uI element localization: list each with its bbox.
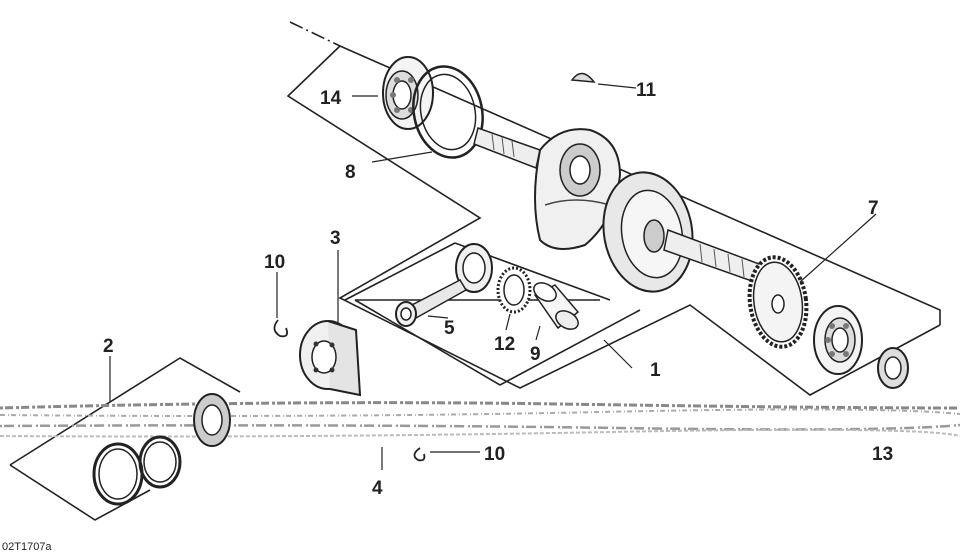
callout-3: 3 [330,228,341,249]
callout-11: 11 [636,80,657,101]
crank-pin [533,282,580,330]
callout-7: 7 [868,198,879,219]
callout-12: 12 [494,334,515,355]
figure-reference-code: 02T1707a [2,541,52,553]
needle-bearing [496,266,532,314]
callout-2: 2 [103,336,114,357]
shim-ring [412,65,484,159]
piston-pin-circlip-lower [413,447,426,462]
connecting-rod [395,243,493,327]
piston [299,320,362,397]
callout-14: 14 [320,88,342,109]
callout-1: 1 [650,360,661,381]
callout-10-lower: 10 [484,444,505,465]
oil-seal [877,347,909,389]
callout-8: 8 [345,162,356,183]
callout-5: 5 [444,318,455,339]
callout-labels: 14 8 11 7 3 10 5 12 9 1 2 4 10 13 [103,80,893,499]
piston-pin-circlip-upper [273,319,289,338]
scan-noise-band [0,401,960,438]
leader-lines [109,83,877,470]
callout-4: 4 [372,478,383,499]
crankshaft-group-outline [286,21,941,396]
callout-9: 9 [530,344,541,365]
woodruff-key [570,72,596,83]
crankshaft [473,127,771,293]
piston-ring-set [92,393,231,506]
callout-10-upper: 10 [264,252,285,273]
right-main-bearing [813,305,863,375]
timing-sprocket [747,255,809,349]
callout-13: 13 [872,444,893,465]
left-main-bearing [382,56,434,130]
